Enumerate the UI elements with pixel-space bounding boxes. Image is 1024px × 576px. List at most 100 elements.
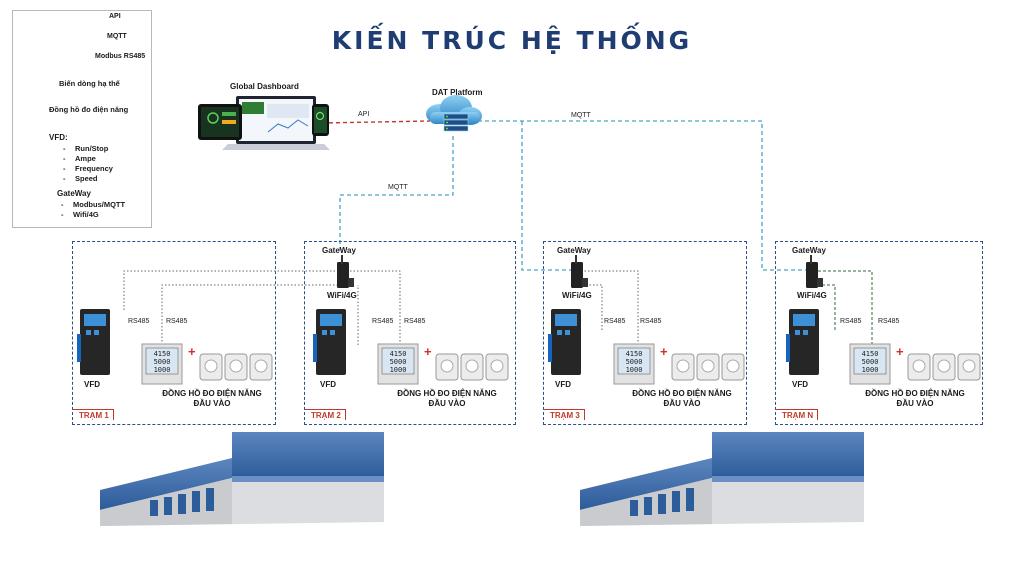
legend-gateway-title: GateWay xyxy=(57,189,91,198)
plus-icon: + xyxy=(660,344,668,359)
legend-vfd-item: Run/Stop xyxy=(63,144,108,153)
legend-vfd-item: Speed xyxy=(63,174,97,183)
ct-hole xyxy=(937,359,951,373)
station-3-rs485-a: RS485 xyxy=(604,318,626,325)
station-n-wifi-label: WiFi/4G xyxy=(797,291,827,300)
vfd-device-station2 xyxy=(313,309,346,375)
mqtt-link-label-left: MQTT xyxy=(388,184,408,191)
meter-digits: 1000 xyxy=(862,366,879,374)
meter-digits: 4150 xyxy=(390,350,407,358)
station-n-rs485-b: RS485 xyxy=(878,318,900,325)
cloud-server-icon xyxy=(426,95,482,132)
legend-modbus-label: Modbus RS485 xyxy=(95,53,146,60)
station-n-label: TRẠM N xyxy=(776,409,819,420)
meter-label-line1: ĐỒNG HỒ ĐO ĐIỆN NĂNG xyxy=(397,389,497,398)
ct-hole xyxy=(912,359,926,373)
meter-digits: 4150 xyxy=(862,350,879,358)
platform-label: DAT Platform xyxy=(432,88,483,97)
warehouse-left-icon xyxy=(100,432,384,526)
legend-api-label: API xyxy=(109,13,121,20)
mqtt-link-right xyxy=(478,120,806,271)
meter-digits: 5000 xyxy=(390,358,407,366)
meter-label-line2: ĐẦU VÀO xyxy=(896,399,934,408)
vfd-device-station1 xyxy=(77,309,110,375)
ct-hole xyxy=(701,359,715,373)
station-2-rs485-b: RS485 xyxy=(404,318,426,325)
plus-icon: + xyxy=(188,344,196,359)
meter-digits: 1000 xyxy=(154,366,171,374)
warehouse-right-icon xyxy=(580,432,864,526)
gateway-device-station3 xyxy=(571,255,588,288)
meter-label-line2: ĐẦU VÀO xyxy=(428,399,466,408)
meter-digits: 5000 xyxy=(154,358,171,366)
legend-vfd-item: Frequency xyxy=(63,164,113,173)
station-3-vfd-label: VFD xyxy=(555,380,571,389)
api-link-label: API xyxy=(358,111,370,118)
station-3-frame xyxy=(543,241,747,425)
dashboard-label: Global Dashboard xyxy=(230,82,299,91)
ct-hole xyxy=(440,359,454,373)
station-2-rs485-a: RS485 xyxy=(372,318,394,325)
station-3-label: TRẠM 3 xyxy=(544,409,585,420)
station-1-frame xyxy=(72,241,276,425)
meter-digits: 1000 xyxy=(626,366,643,374)
station-n-gateway-label: GateWay xyxy=(792,246,826,255)
station-2-label: TRẠM 2 xyxy=(305,409,346,420)
meter-digits: 1000 xyxy=(390,366,407,374)
legend-meter-label: Đồng hồ đo điện năng xyxy=(49,105,129,114)
legend: API MQTT Modbus RS485 Biến dòng hạ thế Đ… xyxy=(12,10,152,228)
ct-hole xyxy=(490,359,504,373)
meter-digits: 5000 xyxy=(862,358,879,366)
laptop-tablet-phone-icon xyxy=(198,96,330,150)
ct-hole xyxy=(254,359,268,373)
ct-hole xyxy=(229,359,243,373)
station-2-frame xyxy=(304,241,516,425)
ct-hole xyxy=(962,359,976,373)
vfd-device-station3 xyxy=(548,309,581,375)
meter-digits: 5000 xyxy=(626,358,643,366)
ct-hole xyxy=(726,359,740,373)
vfd-device-stationN xyxy=(786,309,819,375)
meter-digits: 4150 xyxy=(154,350,171,358)
meter-label-line2: ĐẦU VÀO xyxy=(193,399,231,408)
mqtt-link-station3 xyxy=(521,121,572,271)
meters-layer: 415050001000+415050001000+415050001000+4… xyxy=(141,343,981,385)
page-title: KIẾN TRÚC HỆ THỐNG xyxy=(331,26,693,55)
station-n-vfd-label: VFD xyxy=(792,380,808,389)
station-n-rs485-a: RS485 xyxy=(840,318,862,325)
gateway-device-stationN xyxy=(806,255,823,288)
plus-icon: + xyxy=(896,344,904,359)
legend-mqtt-label: MQTT xyxy=(107,33,127,40)
legend-ct-label: Biến dòng hạ thế xyxy=(59,79,120,88)
station-1-vfd-label: VFD xyxy=(84,380,100,389)
legend-vfd-item: Ampe xyxy=(63,154,96,163)
meter-label-line1: ĐỒNG HỒ ĐO ĐIỆN NĂNG xyxy=(162,389,262,398)
modbus-links-1-2 xyxy=(123,270,401,345)
meter-digits: 4150 xyxy=(626,350,643,358)
mqtt-link-label-right: MQTT xyxy=(571,112,591,119)
gateway-device-station2 xyxy=(337,255,354,288)
legend-vfd-title: VFD: xyxy=(49,133,68,142)
mqtt-link-station2 xyxy=(339,136,454,250)
legend-gateway-item: Wifi/4G xyxy=(61,210,99,219)
station-3-gateway-label: GateWay xyxy=(557,246,591,255)
ct-hole xyxy=(676,359,690,373)
station-n-frame xyxy=(775,241,983,425)
station-1-rs485-b: RS485 xyxy=(166,318,188,325)
meter-label-line1: ĐỒNG HỒ ĐO ĐIỆN NĂNG xyxy=(865,389,965,398)
station-3-rs485-b: RS485 xyxy=(640,318,662,325)
station-3-wifi-label: WiFi/4G xyxy=(562,291,592,300)
station-1-rs485-a: RS485 xyxy=(128,318,150,325)
legend-gateway-item: Modbus/MQTT xyxy=(61,200,125,209)
meter-label-line2: ĐẦU VÀO xyxy=(663,399,701,408)
station-2-vfd-label: VFD xyxy=(320,380,336,389)
station-2-gateway-label: GateWay xyxy=(322,246,356,255)
